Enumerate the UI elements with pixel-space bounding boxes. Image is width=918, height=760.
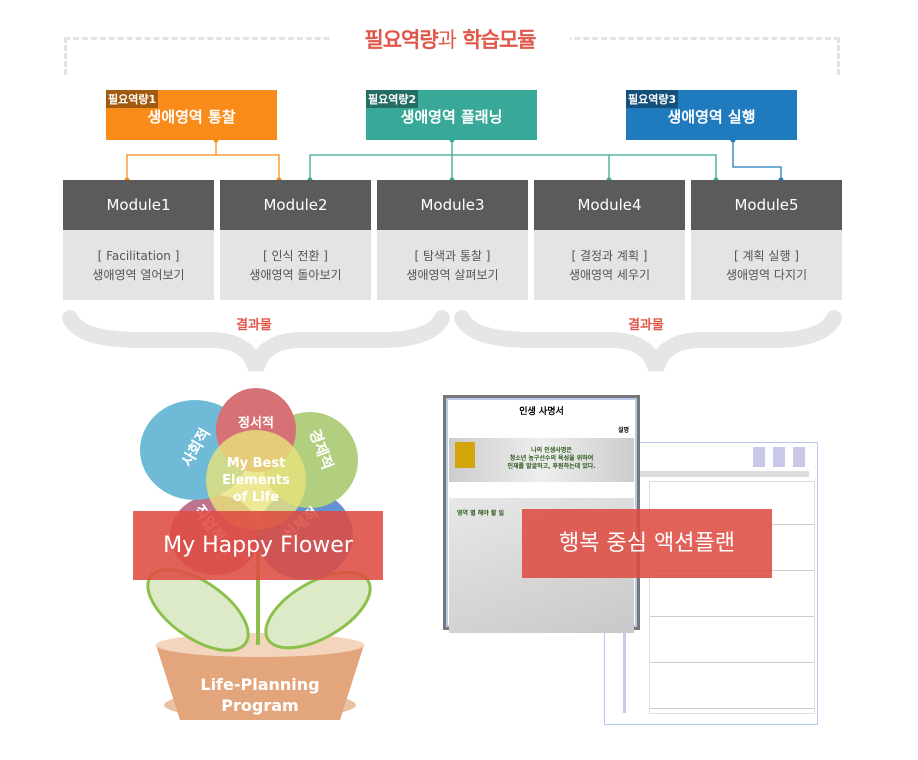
module-4: Module4[ 결정과 계획 ]생애영역 세우기 — [534, 180, 685, 300]
center-text: Elements — [222, 473, 290, 488]
doc-title: 인생 사명서 — [519, 407, 564, 417]
petal-label: 정서적 — [238, 415, 274, 431]
pot-text: Life-Planning — [200, 675, 319, 694]
page-title: 필요역량과 학습모듈 — [330, 24, 570, 54]
center-text: My Best — [227, 456, 286, 471]
action-plan-banner: 행복 중심 액션플랜 — [522, 509, 772, 578]
module-1: Module1[ Facilitation ]생애영역 열어보기 — [63, 180, 214, 300]
module-3: Module3[ 탐색과 통찰 ]생애영역 살펴보기 — [377, 180, 528, 300]
module-2: Module2[ 인식 전환 ]생애영역 돌아보기 — [220, 180, 371, 300]
pot — [156, 645, 364, 720]
mission-image — [455, 442, 475, 468]
happy-flower-banner: My Happy Flower — [133, 511, 383, 580]
doc-tag: 설명 — [617, 427, 629, 434]
result-braces — [62, 310, 842, 373]
flower-center — [206, 430, 306, 530]
pot-text: Program — [221, 696, 298, 715]
module-5: Module5[ 계획 실행 ]생애영역 다지기 — [691, 180, 842, 300]
center-text: of Life — [233, 490, 280, 505]
result-label-1: 결과물 — [236, 318, 272, 333]
leaf-right — [264, 570, 372, 650]
result-label-2: 결과물 — [628, 318, 664, 333]
